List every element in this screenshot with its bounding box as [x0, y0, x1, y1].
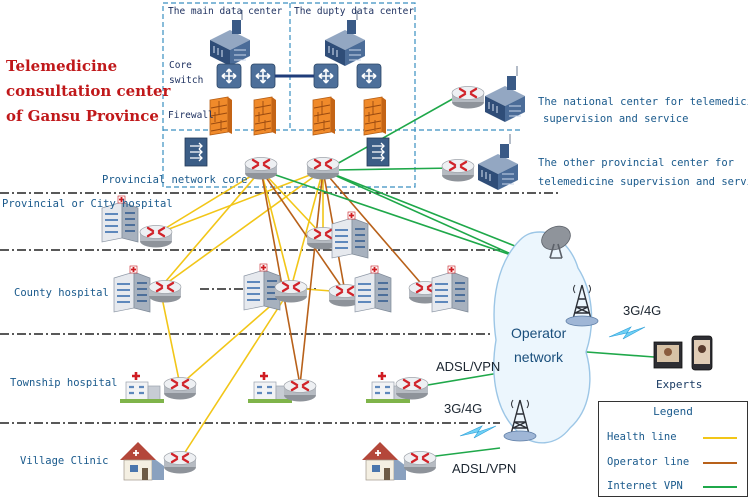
- national-center-label-2: supervision and service: [543, 113, 689, 125]
- core-switch-icon: [313, 63, 339, 89]
- legend-operator-swatch: [703, 462, 737, 464]
- county-hospital-label: County hospital: [14, 287, 109, 299]
- legend-vpn-swatch: [703, 486, 737, 488]
- video-phone-icon: [653, 335, 713, 371]
- hospital-icon: [354, 265, 392, 313]
- core-switch-label-2: switch: [169, 75, 204, 86]
- firewall-icon: [253, 96, 277, 136]
- router-icon: [243, 156, 279, 181]
- lightning-icon: [459, 425, 497, 439]
- operator-lines: [260, 169, 426, 386]
- hospital-icon: [113, 265, 151, 313]
- provincial-hospital-label: Provincial or City hospital: [2, 198, 173, 210]
- provincial-core-label: Provincial network core: [102, 174, 248, 186]
- router-icon: [450, 85, 486, 110]
- router-icon: [282, 378, 318, 403]
- operator-network-label-1: Operator: [511, 325, 567, 341]
- title-line-3: of Gansu Province: [6, 107, 159, 125]
- firewall-icon: [363, 96, 387, 136]
- village-clinic-label: Village Clinic: [20, 455, 109, 467]
- other-center-label-1: The other provincial center for: [538, 157, 734, 169]
- router-icon: [305, 156, 341, 181]
- main-data-center-label: The main data center: [168, 6, 283, 17]
- legend-vpn-label: Internet VPN: [607, 480, 683, 492]
- router-icon: [273, 279, 309, 304]
- health-lines: [155, 169, 346, 461]
- core-switch-icon: [216, 63, 242, 89]
- operator-network-label-2: network: [514, 349, 564, 365]
- adsl-label-bottom: ADSL/VPN: [452, 461, 517, 476]
- router-icon: [394, 376, 430, 401]
- main-server: [209, 9, 251, 67]
- router-icon: [138, 224, 174, 249]
- lightning-icon: [608, 326, 646, 340]
- load-balancer-icon: [366, 137, 390, 167]
- title-line-2: consultation center: [6, 82, 171, 100]
- clinic-house-icon: [361, 441, 407, 481]
- server-building-icon: [484, 65, 526, 123]
- dupty-data-center-label: The dupty data center: [294, 6, 415, 17]
- legend-title: Legend: [653, 405, 693, 418]
- adsl-label-top: ADSL/VPN: [436, 359, 501, 374]
- clinic-house-icon: [119, 441, 165, 481]
- server-building-icon: [477, 133, 519, 191]
- legend: Legend Health line Operator line Interne…: [598, 401, 748, 497]
- legend-health-label: Health line: [607, 431, 677, 443]
- core-switch-icon: [250, 63, 276, 89]
- wireless-label-bottom: 3G/4G: [444, 401, 483, 416]
- router-icon: [402, 450, 438, 475]
- wireless-label-top: 3G/4G: [623, 303, 662, 318]
- core-switch-icon: [356, 63, 382, 89]
- hospital-icon: [431, 265, 469, 313]
- township-hospital-label: Township hospital: [10, 377, 118, 389]
- core-switch-label-1: Core: [169, 60, 192, 71]
- hospital-icon: [243, 263, 281, 311]
- router-icon: [162, 376, 198, 401]
- hospital-icon: [331, 211, 369, 259]
- dupty-server: [324, 9, 366, 67]
- national-center-label-1: The national center for telemedicine: [538, 96, 748, 108]
- other-center-label-2: telemedicine supervision and service: [538, 176, 748, 188]
- firewall-label: Firewall: [168, 110, 214, 121]
- legend-health-swatch: [703, 437, 737, 439]
- title-line-1: Telemedicine: [6, 57, 118, 75]
- load-balancer-icon: [184, 137, 208, 167]
- tier-separators: [0, 192, 560, 424]
- experts-label: Experts: [656, 378, 703, 391]
- router-icon: [162, 450, 198, 475]
- hospital-icon: [118, 370, 166, 405]
- router-icon: [147, 279, 183, 304]
- firewall-icon: [312, 96, 336, 136]
- router-icon: [440, 158, 476, 183]
- legend-operator-label: Operator line: [607, 456, 690, 468]
